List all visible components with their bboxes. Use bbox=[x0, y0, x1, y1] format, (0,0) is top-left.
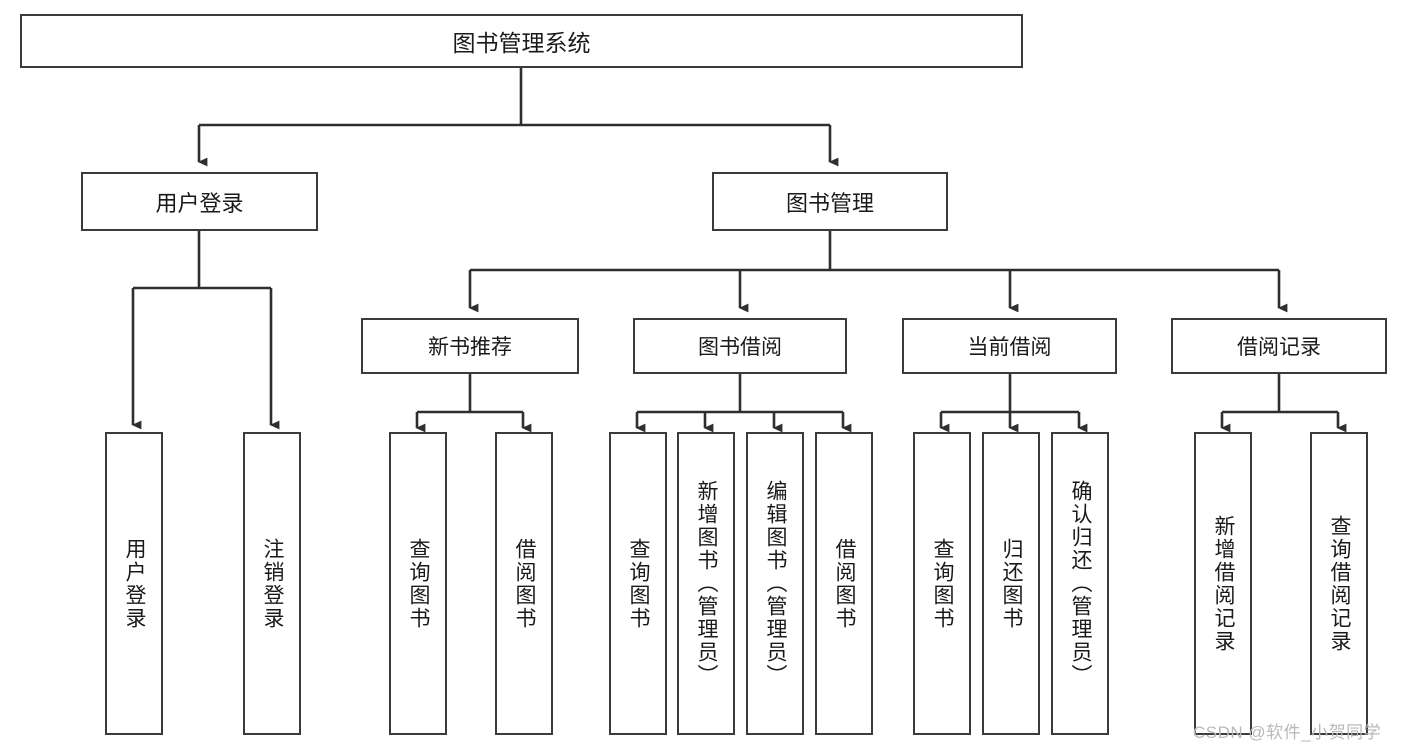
node-new-book-recommend-label: 新书推荐 bbox=[428, 336, 512, 359]
node-book-borrow[interactable]: 图书借阅 bbox=[633, 318, 847, 374]
node-book-management[interactable]: 图书管理 bbox=[712, 172, 948, 231]
node-leaf-user-login[interactable]: 用户登录 bbox=[105, 432, 163, 735]
node-current-borrow[interactable]: 当前借阅 bbox=[902, 318, 1117, 374]
node-leaf-query-book-1[interactable]: 查询图书 bbox=[389, 432, 447, 735]
node-root-label: 图书管理系统 bbox=[452, 30, 591, 56]
node-leaf-query-book-2[interactable]: 查询图书 bbox=[609, 432, 667, 735]
node-book-borrow-label: 图书借阅 bbox=[698, 336, 782, 359]
node-leaf-add-record[interactable]: 新增借阅记录 bbox=[1194, 432, 1252, 735]
node-leaf-query-record-label: 查询借阅记录 bbox=[1328, 514, 1352, 653]
node-leaf-edit-book[interactable]: 编辑图书（管理员） bbox=[746, 432, 804, 735]
node-leaf-add-book[interactable]: 新增图书（管理员） bbox=[677, 432, 735, 735]
node-book-management-label: 图书管理 bbox=[785, 190, 874, 216]
node-leaf-borrow-book-1[interactable]: 借阅图书 bbox=[495, 432, 553, 735]
node-leaf-borrow-book-1-label: 借阅图书 bbox=[513, 537, 537, 630]
node-leaf-user-login-label: 用户登录 bbox=[123, 537, 147, 630]
watermark: CSDN @软件_小贺同学 bbox=[1193, 723, 1382, 742]
node-leaf-borrow-book-2[interactable]: 借阅图书 bbox=[815, 432, 873, 735]
node-leaf-query-book-3-label: 查询图书 bbox=[931, 537, 955, 630]
node-leaf-logout-login-label: 注销登录 bbox=[261, 537, 285, 630]
node-root[interactable]: 图书管理系统 bbox=[20, 14, 1023, 68]
node-leaf-edit-book-label: 编辑图书（管理员） bbox=[764, 480, 788, 687]
node-leaf-query-book-3[interactable]: 查询图书 bbox=[913, 432, 971, 735]
node-leaf-add-book-label: 新增图书（管理员） bbox=[695, 480, 719, 687]
node-borrow-record[interactable]: 借阅记录 bbox=[1171, 318, 1387, 374]
node-leaf-query-book-2-label: 查询图书 bbox=[627, 537, 651, 630]
node-leaf-borrow-book-2-label: 借阅图书 bbox=[833, 537, 857, 630]
node-leaf-return-book[interactable]: 归还图书 bbox=[982, 432, 1040, 735]
node-current-borrow-label: 当前借阅 bbox=[967, 336, 1052, 359]
node-leaf-add-record-label: 新增借阅记录 bbox=[1212, 514, 1236, 653]
node-leaf-return-book-label: 归还图书 bbox=[1000, 537, 1024, 630]
node-leaf-logout-login[interactable]: 注销登录 bbox=[243, 432, 301, 735]
node-leaf-query-record[interactable]: 查询借阅记录 bbox=[1310, 432, 1368, 735]
node-leaf-confirm-return[interactable]: 确认归还（管理员） bbox=[1051, 432, 1109, 735]
node-leaf-confirm-return-label: 确认归还（管理员） bbox=[1069, 480, 1093, 687]
node-leaf-query-book-1-label: 查询图书 bbox=[407, 537, 431, 630]
node-borrow-record-label: 借阅记录 bbox=[1237, 336, 1321, 359]
node-user-login[interactable]: 用户登录 bbox=[81, 172, 318, 231]
node-new-book-recommend[interactable]: 新书推荐 bbox=[361, 318, 579, 374]
node-user-login-label: 用户登录 bbox=[155, 190, 244, 216]
